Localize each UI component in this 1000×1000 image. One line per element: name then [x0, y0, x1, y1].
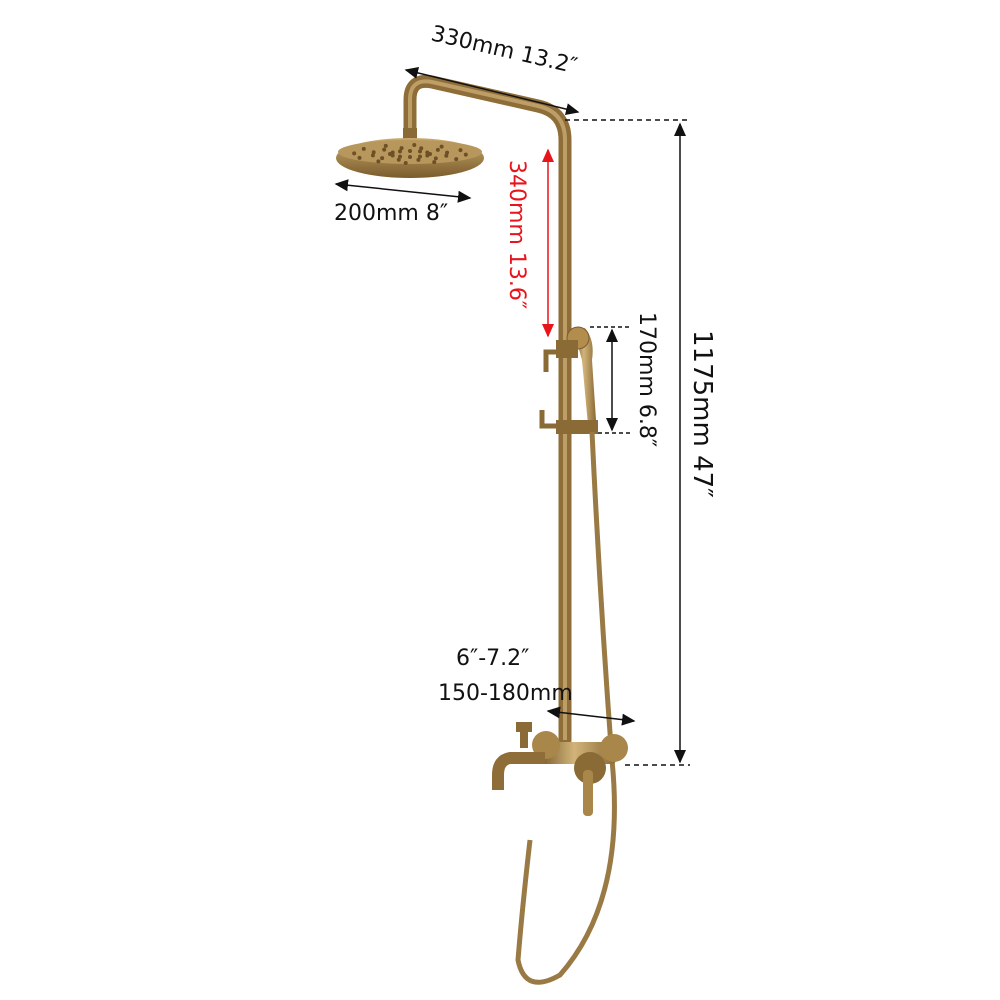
arm-length-label: 330mm 13.2″	[429, 21, 580, 79]
nozzle	[463, 152, 468, 157]
nozzle	[418, 149, 422, 154]
nozzle	[352, 151, 357, 156]
head-drop-label: 340mm 13.6″	[504, 160, 529, 309]
nozzle	[398, 149, 402, 154]
nozzle	[439, 144, 444, 149]
nozzle	[380, 156, 385, 161]
nozzle	[398, 154, 402, 159]
nozzle	[390, 150, 395, 155]
nozzle	[416, 157, 421, 162]
nozzle	[396, 157, 401, 162]
nozzle	[433, 156, 438, 161]
inlet-spacing-inch-label: 6″-7.2″	[456, 646, 529, 671]
nozzle	[435, 147, 440, 152]
nozzle	[458, 148, 463, 153]
nozzle	[382, 147, 387, 152]
nozzle	[425, 150, 430, 155]
nozzle	[419, 146, 424, 151]
inlet-spacing-mm-label: 150-180mm	[438, 681, 573, 706]
nozzle	[370, 153, 375, 158]
nozzle	[399, 146, 404, 151]
nozzle	[383, 143, 388, 148]
mixer-cartridge	[574, 752, 606, 784]
total-height-label: 1175mm 47″	[687, 330, 717, 498]
nozzle	[445, 150, 450, 155]
shower-nozzles	[352, 143, 468, 165]
mixer-lever	[583, 770, 593, 816]
nozzle	[432, 160, 437, 165]
nozzle	[361, 146, 366, 151]
head-diameter-label: 200mm 8″	[334, 201, 448, 226]
nozzle	[454, 157, 459, 162]
lower-holder	[556, 420, 598, 434]
nozzle	[376, 159, 381, 164]
nozzle	[403, 160, 408, 165]
upper-slider	[556, 340, 578, 358]
nozzle	[408, 149, 412, 153]
diverter-knob	[516, 722, 532, 732]
handheld-holder-label: 170mm 6.8″	[634, 312, 659, 447]
tub-spout	[492, 752, 545, 790]
hand-shower	[573, 328, 596, 425]
nozzle	[444, 153, 449, 158]
dimension-annotations	[334, 67, 690, 766]
nozzle	[357, 155, 362, 160]
nozzle	[418, 154, 422, 159]
shower-hose	[515, 431, 617, 985]
nozzle	[408, 155, 412, 159]
nozzle	[412, 143, 417, 148]
nozzle	[371, 150, 376, 155]
nozzle	[425, 153, 430, 158]
